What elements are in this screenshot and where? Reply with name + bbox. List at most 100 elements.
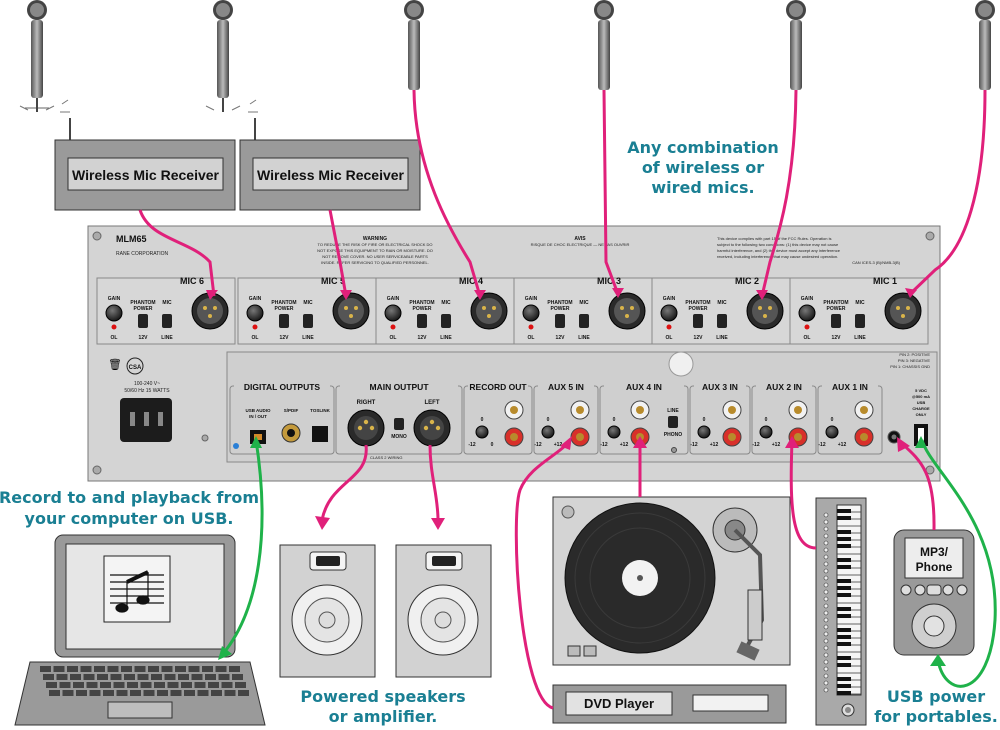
section-title-bg xyxy=(234,381,330,391)
mic-line-switch[interactable] xyxy=(855,314,865,328)
laptop-key xyxy=(110,674,122,680)
section-aux3: AUX 3 IN0-12+12 xyxy=(689,381,751,455)
mic-line-label: MIC xyxy=(162,300,172,306)
phantom-switch[interactable] xyxy=(555,314,565,328)
power-section: 🗑 CSA 100-240 V~ 50/60 Hz 15 WATTS xyxy=(108,357,172,442)
laptop-key xyxy=(76,690,87,696)
model-label: MLM65 xyxy=(116,234,147,244)
laptop-key xyxy=(175,666,186,672)
phantom-switch[interactable] xyxy=(279,314,289,328)
phantom-label: POWER xyxy=(689,306,708,312)
avis-line: RISQUE DE CHOC ELECTRIQUE — NE PAS OUVRI… xyxy=(531,242,630,247)
gain-knob[interactable] xyxy=(246,304,264,322)
section-aux2: AUX 2 IN0-12+12 xyxy=(751,381,817,455)
laptop-key xyxy=(121,666,132,672)
gain-knob[interactable] xyxy=(522,304,540,322)
laptop-key xyxy=(80,666,92,672)
power-rating: 100-240 V~ xyxy=(134,381,160,387)
gain-knob[interactable] xyxy=(105,304,123,322)
trim-low-label: -12 xyxy=(600,442,607,448)
mono-switch[interactable] xyxy=(394,418,404,430)
mic-line-label: MIC xyxy=(855,300,865,306)
laptop-key xyxy=(130,690,141,696)
trim-high-label: +12 xyxy=(620,442,629,448)
usb-charge-label: USB xyxy=(917,400,926,405)
synth-black-key xyxy=(837,635,851,639)
cable-mic4 xyxy=(412,89,482,297)
gain-label: GAIN xyxy=(108,296,121,302)
xlr-pin xyxy=(429,419,435,425)
mic-line-label: LINE xyxy=(440,335,452,341)
spdif-jack-inner xyxy=(287,429,295,437)
laptop-key xyxy=(170,690,182,696)
rca-pin xyxy=(576,433,584,441)
section-aux5: AUX 5 IN0-12+12 xyxy=(533,381,599,455)
mic-line-switch[interactable] xyxy=(303,314,313,328)
mic-line-label: LINE xyxy=(161,335,173,341)
synth-button xyxy=(823,624,829,630)
phantom-switch[interactable] xyxy=(417,314,427,328)
mic-line-switch[interactable] xyxy=(441,314,451,328)
warning-line: NOT REMOVE COVER. NO USER SERVICEABLE PA… xyxy=(322,254,428,259)
receiver-2: Wireless Mic Receiver xyxy=(239,118,421,211)
laptop-key xyxy=(238,690,249,696)
phantom-switch[interactable] xyxy=(693,314,703,328)
section-title-bg xyxy=(538,381,594,391)
laptop-key xyxy=(53,666,65,672)
trim-knob[interactable] xyxy=(825,425,839,439)
gain-knob[interactable] xyxy=(660,304,678,322)
avis-title: AVIS xyxy=(574,236,586,242)
trim-knob[interactable] xyxy=(759,425,773,439)
laptop-key xyxy=(124,674,135,680)
gain-knob[interactable] xyxy=(798,304,816,322)
synth-button xyxy=(823,603,829,609)
mic-line-switch[interactable] xyxy=(717,314,727,328)
pin-label: PIN 2: POSITIVE xyxy=(899,352,930,357)
combo-caption-line: wired mics. xyxy=(651,178,754,197)
laptop-key xyxy=(62,690,74,696)
trim-knob[interactable] xyxy=(475,425,489,439)
trim-knob[interactable] xyxy=(607,425,621,439)
mic-line-label: MIC xyxy=(441,300,451,306)
phantom-switch[interactable] xyxy=(138,314,148,328)
power-rating: 50/60 Hz 15 WATTS xyxy=(124,388,170,394)
synth-button xyxy=(823,526,829,532)
warning-line: TO REDUCE THE RISK OF FIRE OR ELECTRICAL… xyxy=(317,242,432,247)
ol-label: OL xyxy=(252,335,259,341)
synth-black-key xyxy=(837,663,851,667)
laptop-key xyxy=(127,682,138,688)
phantom-switch[interactable] xyxy=(831,314,841,328)
usb-charge-label: 5 VDC xyxy=(915,388,927,393)
trim-knob[interactable] xyxy=(697,425,711,439)
pin-label: PIN 3: NEGATIVE xyxy=(898,358,930,363)
phantom-label: PHANTOM xyxy=(547,300,572,306)
section-title: AUX 5 IN xyxy=(548,382,584,392)
trim-knob[interactable] xyxy=(541,425,555,439)
section-aux1: AUX 1 IN0-12+12 xyxy=(817,381,901,455)
mic-line-switch[interactable] xyxy=(162,314,172,328)
line-phono-label: LINE xyxy=(667,408,679,414)
wired-mic-2 xyxy=(786,0,806,90)
synth-black-key xyxy=(837,558,851,562)
laptop-key xyxy=(191,674,203,680)
section-title: DIGITAL OUTPUTS xyxy=(244,382,321,392)
laptop-key xyxy=(67,666,78,672)
gain-knob[interactable] xyxy=(384,304,402,322)
section-title-bg xyxy=(340,381,458,391)
phantom-12v-label: 12V xyxy=(556,335,566,341)
mic-line-switch[interactable] xyxy=(579,314,589,328)
wired-mic-3 xyxy=(594,0,614,90)
laptop-key xyxy=(107,666,119,672)
fcc-line: CAN ICES-3 (B)/NMB-3(B) xyxy=(852,260,900,265)
toslink-port[interactable] xyxy=(312,426,328,442)
synth-button xyxy=(823,673,829,679)
combo-caption-line: of wireless or xyxy=(642,158,764,177)
speaker-left xyxy=(395,544,492,678)
synth-button xyxy=(823,519,829,525)
class2-label: CLASS 2 WIRING xyxy=(370,455,402,460)
cables xyxy=(138,89,997,710)
line-phono-switch[interactable] xyxy=(668,416,678,428)
synth-button xyxy=(823,540,829,546)
